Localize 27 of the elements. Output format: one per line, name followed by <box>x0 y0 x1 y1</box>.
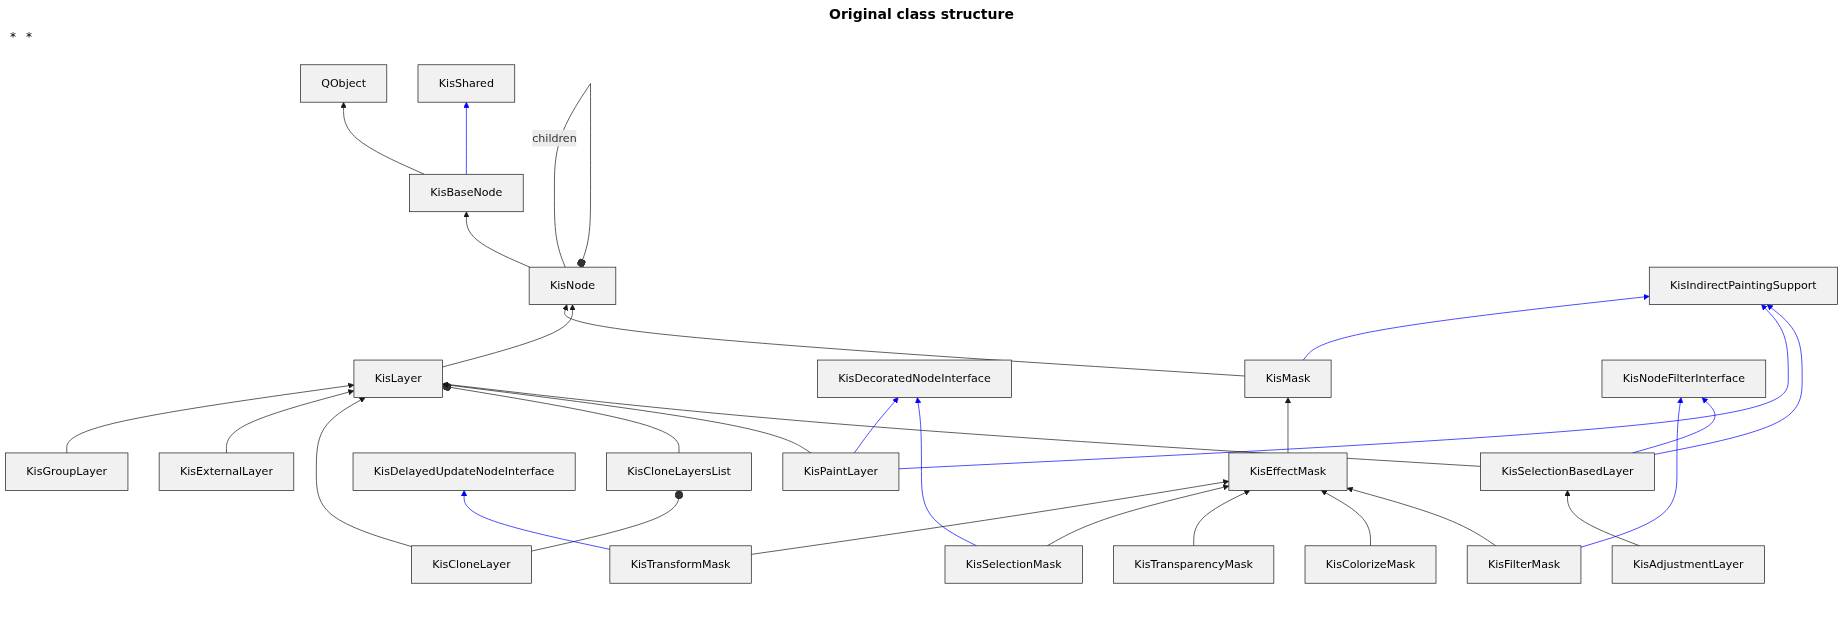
node-box: KisSelectionMask <box>944 545 1083 584</box>
node-box: KisSelectionBasedLayer <box>1480 452 1655 491</box>
node-box: KisFilterMask <box>1466 545 1582 584</box>
multiplicity-label: * <box>26 30 32 44</box>
node-box: KisCloneLayersList <box>606 452 752 491</box>
node-box: KisCloneLayer <box>411 545 532 584</box>
node-box: KisTransparencyMask <box>1113 545 1275 584</box>
node-box: KisNode <box>528 266 617 305</box>
node-box: KisIndirectPaintingSupport <box>1648 266 1838 305</box>
node-box: KisGroupLayer <box>5 452 129 491</box>
node-box: KisTransformMask <box>609 545 752 584</box>
node-box: KisShared <box>417 64 516 103</box>
multiplicity-label: * <box>10 30 16 44</box>
node-box: KisDelayedUpdateNodeInterface <box>352 452 576 491</box>
node-box: KisDecoratedNodeInterface <box>817 359 1012 398</box>
edge-label: children <box>532 131 577 145</box>
node-box: KisBaseNode <box>409 173 524 213</box>
node-box: KisPaintLayer <box>782 452 900 491</box>
node-box: KisAdjustmentLayer <box>1611 545 1765 584</box>
diagram-title: Original class structure <box>828 6 1015 22</box>
node-box: KisMask <box>1244 359 1332 398</box>
node-box: KisNodeFilterInterface <box>1601 359 1767 398</box>
node-box: KisExternalLayer <box>158 452 295 491</box>
node-box: KisLayer <box>353 359 443 398</box>
node-box: KisEffectMask <box>1228 452 1348 491</box>
node-box: KisColorizeMask <box>1304 545 1437 584</box>
node-box: QObject <box>300 64 388 103</box>
